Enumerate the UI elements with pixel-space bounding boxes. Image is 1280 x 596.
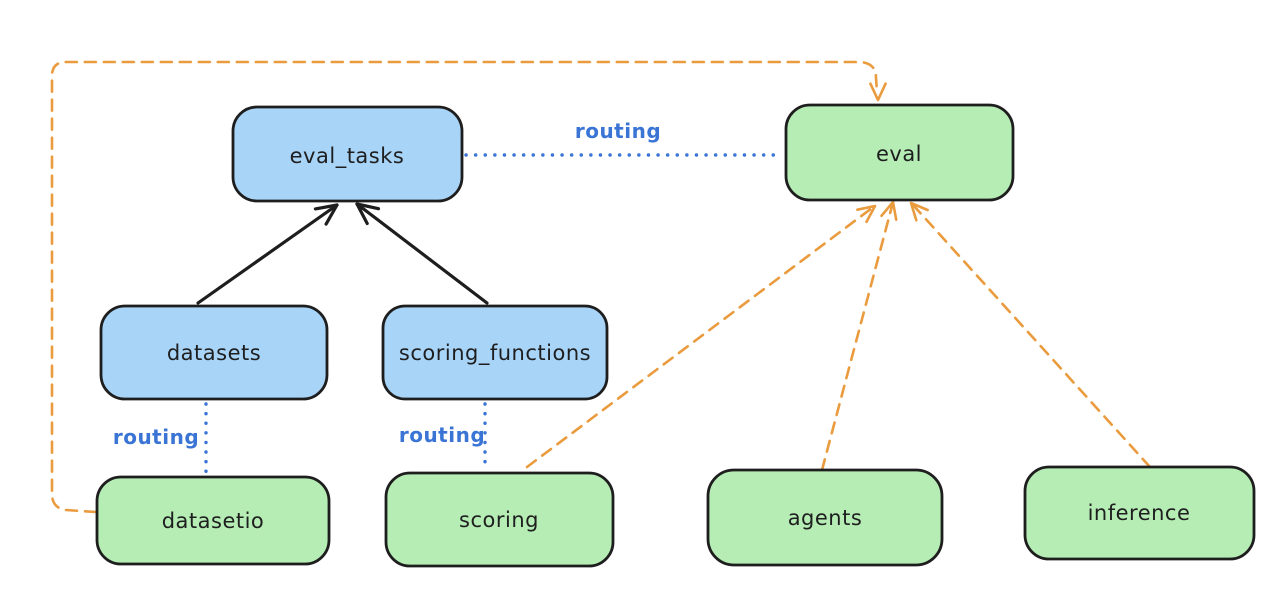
node-scoring-box [384,471,615,568]
node-datasets-label: datasets [167,341,261,365]
edge-inference-to-eval-arrowhead [909,201,929,222]
node-scoring-functions-label: scoring_functions [399,341,591,366]
edge-datasets-to-eval-tasks [196,203,339,305]
node-inference: inference [1023,465,1256,561]
node-datasets-box [99,304,329,401]
edge-agents-to-eval-arrowhead [880,200,898,221]
routing-label-datasets-datasetio: routing [113,425,199,449]
routing-label-scoring-functions-scoring: routing [399,423,485,447]
edge-inference-to-eval [912,204,1152,469]
edge-scoring-to-eval [525,206,874,469]
node-eval: eval [784,103,1015,202]
node-datasetio-box [95,475,331,566]
edge-datasetio-to-eval-arrowhead [869,82,887,102]
node-datasets: datasets [99,304,329,401]
node-scoring-functions: scoring_functions [381,304,609,401]
routing-label-eval-tasks-eval: routing [575,119,661,143]
node-scoring-functions-box [381,304,609,401]
edge-labels: routing routing routing [113,119,661,449]
nodes: eval_tasks eval datasets scoring_functio… [95,103,1256,568]
node-eval-tasks-label: eval_tasks [290,144,405,169]
node-scoring: scoring [384,471,615,568]
edge-datasets-to-eval-tasks-arrowhead [313,203,339,226]
edge-agents-to-eval [820,204,894,472]
node-agents-label: agents [788,506,863,530]
node-inference-label: inference [1088,501,1191,525]
node-eval-label: eval [876,142,922,166]
edge-scoring-functions-to-eval-tasks-arrowhead [355,202,381,226]
node-eval-box [784,103,1015,202]
node-eval-tasks-box [231,105,464,203]
node-agents-box [706,468,944,567]
node-datasetio-label: datasetio [162,509,265,533]
node-datasetio: datasetio [95,475,331,566]
node-eval-tasks: eval_tasks [231,105,464,203]
node-scoring-label: scoring [459,508,539,532]
edge-datasetio-to-eval [50,60,879,514]
edge-scoring-to-eval-arrowhead [856,204,877,224]
node-agents: agents [706,468,944,567]
edges [50,60,1152,514]
node-inference-box [1023,465,1256,561]
edge-scoring-functions-to-eval-tasks [355,202,489,305]
